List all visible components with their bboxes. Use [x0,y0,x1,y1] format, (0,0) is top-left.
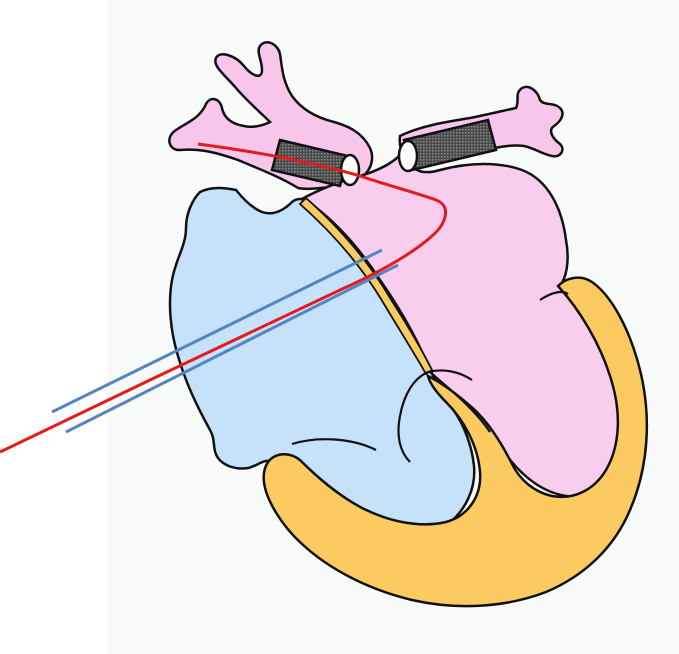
right-band-opening [399,141,417,171]
